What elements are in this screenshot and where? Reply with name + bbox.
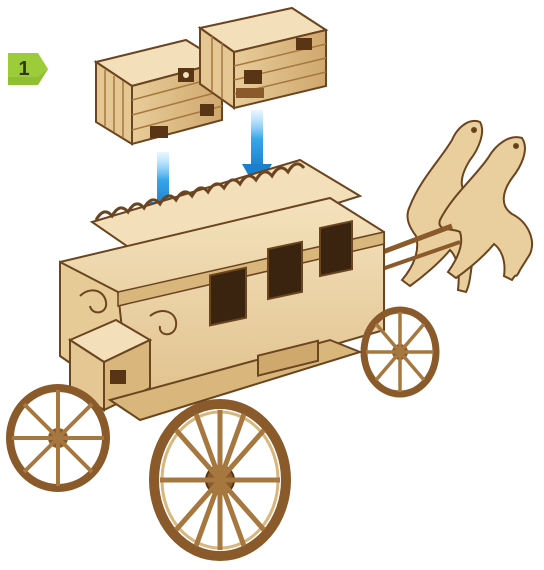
wheel-front-left	[10, 388, 106, 488]
wheel-front-right	[364, 310, 436, 394]
wheel-rear	[154, 404, 286, 556]
crate-right	[200, 8, 326, 108]
horse-team	[402, 121, 532, 292]
